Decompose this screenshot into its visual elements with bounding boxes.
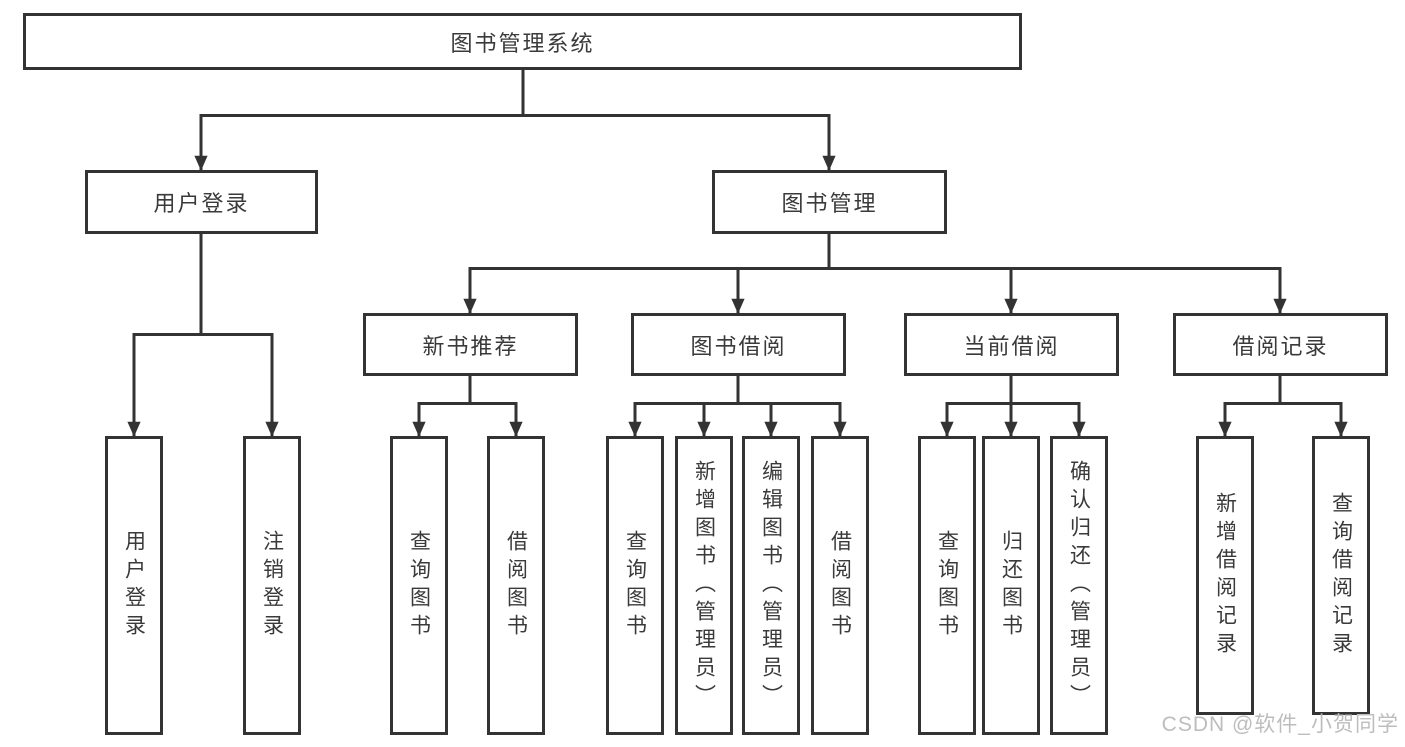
node-root-library-system: 图书管理系统 (23, 13, 1022, 70)
connector-borrow-records-children (1218, 376, 1348, 437)
leaf-query-books-borrow: 查询图书 (606, 436, 664, 735)
leaf-user-login: 用户登录 (105, 436, 163, 735)
connector-root-to-level2 (194, 68, 836, 171)
node-book-borrow: 图书借阅 (631, 313, 846, 376)
node-user-login: 用户登录 (85, 170, 318, 234)
node-new-book-recommend: 新书推荐 (363, 313, 578, 376)
leaf-add-book-admin: 新增图书（管理员） (675, 436, 733, 735)
connector-book-borrow-children (628, 376, 847, 437)
leaf-query-books-current: 查询图书 (918, 436, 976, 735)
leaf-add-borrow-record: 新增借阅记录 (1196, 436, 1254, 715)
node-borrow-records: 借阅记录 (1173, 313, 1388, 376)
leaf-borrow-books-recommend: 借阅图书 (487, 436, 545, 735)
leaf-query-books-recommend: 查询图书 (390, 436, 448, 735)
leaf-edit-book-admin: 编辑图书（管理员） (742, 436, 800, 735)
leaf-logout: 注销登录 (243, 436, 301, 735)
connector-user-login-children (127, 233, 279, 437)
leaf-query-borrow-record: 查询借阅记录 (1312, 436, 1370, 715)
connector-new-book-recommend-children (412, 376, 523, 437)
node-current-borrow: 当前借阅 (904, 313, 1119, 376)
connector-current-borrow-children (940, 376, 1086, 437)
connector-book-management-children (463, 234, 1287, 314)
node-book-management: 图书管理 (712, 170, 947, 234)
csdn-watermark: CSDN @软件_小贺同学 (1161, 713, 1399, 736)
leaf-borrow-books: 借阅图书 (811, 436, 869, 735)
leaf-confirm-return-admin: 确认归还（管理员） (1050, 436, 1108, 735)
leaf-return-book: 归还图书 (982, 436, 1040, 735)
